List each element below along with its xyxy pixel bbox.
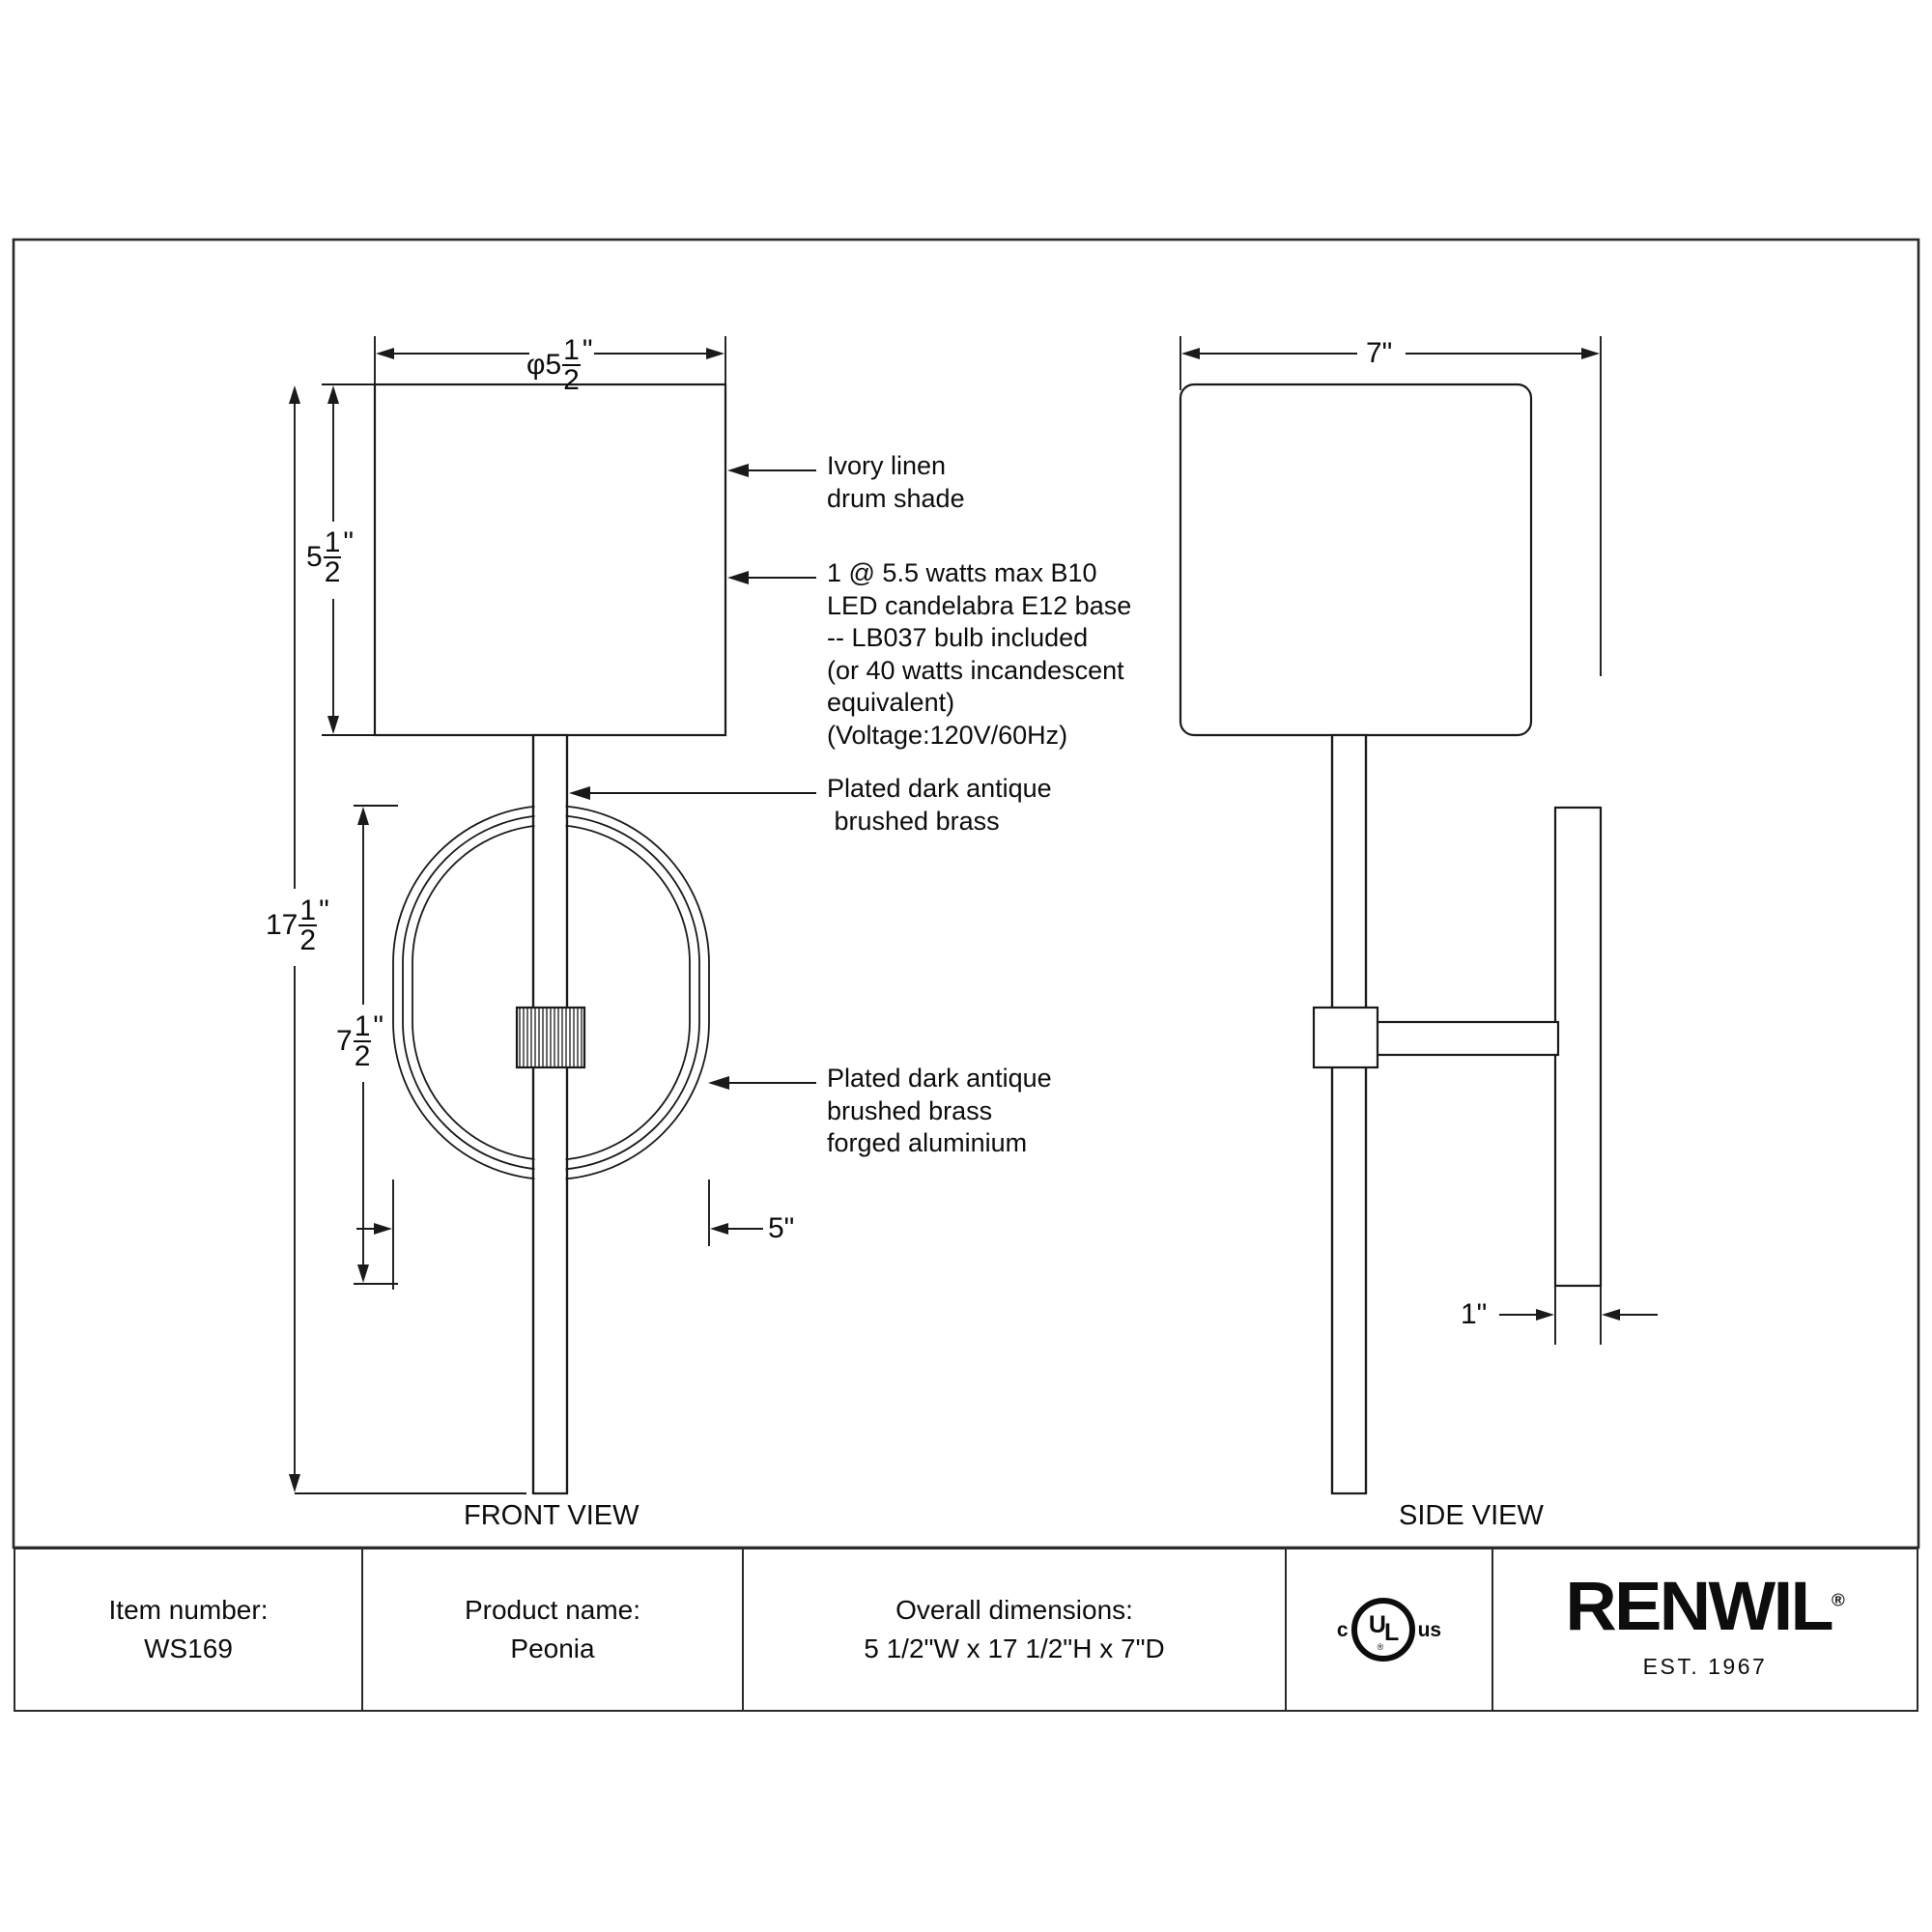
dim-arrow-ring-w-left — [374, 1223, 392, 1235]
dim-shade-diameter-unit: " — [582, 334, 593, 366]
front-stem-overlay-fill — [534, 792, 566, 1188]
dim-label-side-depth: 7" — [1366, 337, 1392, 370]
side-mount-arm — [1361, 1020, 1560, 1057]
front-callout-leaders — [569, 464, 816, 1090]
title-block: Item number: WS169 Product name: Peonia … — [14, 1548, 1918, 1712]
callout-shade: Ivory linen drum shade — [827, 451, 965, 513]
dim-side-depth-value: 7" — [1366, 337, 1393, 369]
callout-stem: Plated dark antique brushed brass — [827, 774, 1052, 836]
overall-dimensions-label: Overall dimensions: — [895, 1595, 1133, 1625]
dim-ring-width-value: 5" — [768, 1212, 795, 1244]
dim-arrow-shade-dia-left — [376, 348, 394, 359]
dim-arrow-ring-w-right — [710, 1223, 728, 1235]
front-dimension-lines — [289, 336, 763, 1494]
renwil-name: RENWIL — [1565, 1569, 1833, 1646]
renwil-logo: RENWIL® EST. 1967 — [1565, 1573, 1844, 1686]
renwil-tagline: EST. 1967 — [1642, 1653, 1768, 1679]
ul-circle-icon: UL ® — [1350, 1598, 1415, 1662]
callout-bulb: 1 @ 5.5 watts max B10 LED candelabra E12… — [827, 558, 1132, 750]
front-view-label: FRONT VIEW — [464, 1500, 639, 1531]
dim-arrow-overall-bottom — [289, 1474, 300, 1492]
dim-arrow-side-depth-left — [1181, 348, 1200, 359]
dim-arrow-backplate-right — [1602, 1309, 1620, 1321]
dim-arrow-shade-h-bottom — [327, 716, 339, 734]
title-block-brand-cell: RENWIL® EST. 1967 — [1493, 1549, 1917, 1710]
dim-arrow-side-depth-right — [1581, 348, 1600, 359]
ul-canada-prefix: c — [1336, 1618, 1349, 1641]
title-block-overall-dimensions-cell: Overall dimensions: 5 1/2"W x 17 1/2"H x… — [744, 1549, 1287, 1710]
dim-label-ring-width: 5" — [768, 1212, 794, 1245]
dim-shade-diameter-num: 1 — [563, 334, 580, 366]
side-backplate — [1553, 806, 1603, 1288]
dim-overall-height-num: 1 — [299, 895, 317, 926]
title-block-product-name-cell: Product name: Peonia — [363, 1549, 744, 1710]
ul-us-suffix: us — [1417, 1618, 1442, 1641]
dim-arrow-ring-h-bottom — [357, 1264, 369, 1283]
dim-arrow-overall-top — [289, 385, 300, 404]
leader-arrow-bulb — [727, 571, 749, 584]
ul-monogram: UL — [1368, 1610, 1399, 1646]
dim-overall-height-unit: " — [319, 895, 329, 926]
dim-label-backplate-depth: 1" — [1461, 1298, 1487, 1331]
dim-ring-height-num: 1 — [354, 1010, 371, 1042]
sheet-border — [12, 238, 1920, 1549]
dim-shade-diameter-den: 2 — [563, 364, 580, 397]
renwil-registered-mark: ® — [1831, 1590, 1845, 1610]
dim-arrow-shade-h-top — [327, 385, 339, 404]
product-name-value: Peonia — [510, 1634, 595, 1663]
side-dimension-lines — [1179, 336, 1658, 1345]
dim-ring-height-den: 2 — [354, 1040, 371, 1073]
ul-listed-icon: c UL ® us — [1337, 1598, 1441, 1662]
leader-arrow-ring — [708, 1076, 729, 1090]
item-number-value: WS169 — [144, 1634, 233, 1663]
item-number-label: Item number: — [108, 1595, 269, 1625]
dim-shade-height-whole: 5 — [306, 541, 323, 574]
ul-registered-mark: ® — [1377, 1642, 1384, 1652]
leader-arrow-shade — [727, 464, 749, 477]
overall-dimensions-value: 5 1/2"W x 17 1/2"H x 7"D — [864, 1634, 1165, 1663]
front-shade-body — [373, 383, 727, 737]
dim-backplate-depth-value: 1" — [1461, 1298, 1488, 1330]
dim-shade-height-num: 1 — [324, 526, 341, 558]
title-block-item-number-cell: Item number: WS169 — [15, 1549, 363, 1710]
dim-shade-height-den: 2 — [324, 556, 341, 589]
leader-arrow-stem — [569, 786, 590, 800]
title-block-certification-cell: c UL ® us — [1287, 1549, 1493, 1710]
side-stem — [1330, 733, 1368, 1495]
dim-arrow-shade-dia-right — [706, 348, 724, 359]
product-name-label: Product name: — [464, 1595, 641, 1625]
renwil-wordmark: RENWIL® — [1565, 1573, 1845, 1641]
dim-overall-height-whole: 17 — [266, 909, 298, 942]
side-view-group — [1179, 383, 1603, 1495]
side-collar-block — [1312, 1006, 1379, 1069]
front-fluted-collar — [515, 1006, 586, 1069]
dim-arrow-backplate-left — [1536, 1309, 1554, 1321]
dim-arrow-ring-h-top — [357, 807, 369, 825]
callout-ring: Plated dark antique brushed brass forged… — [827, 1064, 1052, 1157]
dim-overall-height-den: 2 — [299, 924, 317, 957]
front-view-group — [373, 383, 727, 1495]
side-view-label: SIDE VIEW — [1399, 1500, 1544, 1531]
dim-ring-height-unit: " — [373, 1010, 384, 1042]
dim-ring-height-whole: 7 — [336, 1025, 353, 1058]
side-shade-body — [1179, 383, 1533, 737]
dim-shade-height-unit: " — [343, 526, 355, 558]
dim-shade-diameter-prefix: φ5 — [526, 349, 562, 382]
